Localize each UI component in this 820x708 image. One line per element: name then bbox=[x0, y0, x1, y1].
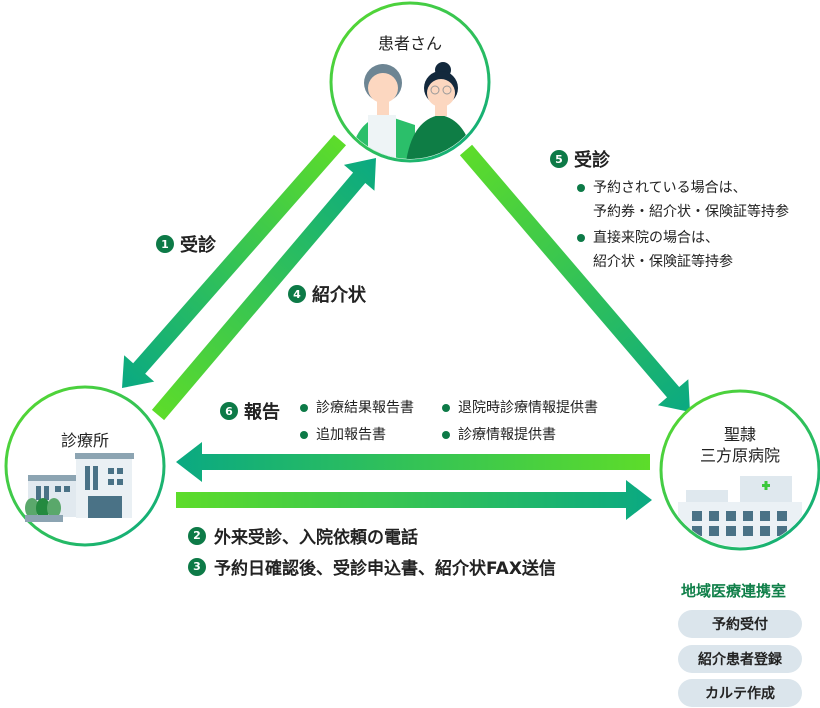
note-line: 直接来院の場合は、 bbox=[593, 230, 719, 246]
bullet-icon bbox=[577, 234, 585, 242]
step-5: 5 受診 bbox=[550, 146, 610, 172]
step-label: 報告 bbox=[244, 402, 280, 423]
report-item: 追加報告書 bbox=[300, 423, 386, 447]
step-1: 1 受診 bbox=[156, 231, 216, 257]
arrow-5-patient-to-hospital bbox=[459, 144, 690, 412]
report-item-label: 追加報告書 bbox=[316, 427, 386, 443]
arrow-6-hospital-to-clinic bbox=[176, 442, 650, 482]
note-item: 予約されている場合は、予約券・紹介状・保険証等持参 bbox=[577, 176, 789, 224]
note-line: 予約されている場合は、 bbox=[593, 180, 747, 196]
step-3: 3 予約日確認後、受診申込書、紹介状FAX送信 bbox=[188, 554, 556, 579]
task-pill: カルテ作成 bbox=[678, 679, 802, 707]
arrow-2-3-clinic-to-hospital bbox=[176, 480, 652, 520]
bullet-icon bbox=[442, 431, 450, 439]
report-item: 診療結果報告書 bbox=[300, 396, 414, 420]
hospital-label-line2: 三方原病院 bbox=[699, 446, 780, 465]
department-name: 地域医療連携室 bbox=[681, 582, 787, 600]
step-label: 紹介状 bbox=[312, 285, 366, 306]
report-item: 退院時診療情報提供書 bbox=[442, 396, 598, 420]
step-badge: 5 bbox=[550, 150, 568, 168]
arrow-4-clinic-to-patient bbox=[151, 158, 376, 421]
step-6: 6 報告 bbox=[220, 398, 280, 424]
clinic-illustration bbox=[4, 385, 166, 547]
report-item: 診療情報提供書 bbox=[442, 423, 556, 447]
step-badge: 6 bbox=[220, 402, 238, 420]
step-badge: 3 bbox=[188, 557, 206, 576]
patients-label: 患者さん bbox=[377, 34, 442, 53]
hospital-illustration bbox=[659, 389, 820, 551]
step-label: 受診 bbox=[180, 235, 216, 256]
note-item: 直接来院の場合は、紹介状・保険証等持参 bbox=[577, 226, 789, 274]
step-badge: 1 bbox=[156, 235, 174, 253]
patients-illustration bbox=[329, 1, 491, 163]
hospital-label: 聖隷 三方原病院 bbox=[690, 424, 790, 466]
bullet-icon bbox=[577, 184, 585, 192]
note-line: 予約券・紹介状・保険証等持参 bbox=[593, 204, 789, 220]
step-badge: 4 bbox=[288, 285, 306, 303]
bullet-icon bbox=[300, 404, 308, 412]
step-2: 2 外来受診、入院依頼の電話 bbox=[188, 523, 418, 548]
task-pill: 紹介患者登録 bbox=[678, 645, 802, 673]
step-label: 予約日確認後、受診申込書、紹介状FAX送信 bbox=[214, 559, 556, 579]
bullet-icon bbox=[442, 404, 450, 412]
step-5-notes: 予約されている場合は、予約券・紹介状・保険証等持参 直接来院の場合は、紹介状・保… bbox=[577, 176, 789, 274]
clinic-label: 診療所 bbox=[60, 431, 109, 450]
step-label: 外来受診、入院依頼の電話 bbox=[214, 528, 418, 548]
step-label: 受診 bbox=[574, 150, 610, 171]
report-item-label: 退院時診療情報提供書 bbox=[458, 400, 598, 416]
note-line: 紹介状・保険証等持参 bbox=[593, 254, 733, 270]
hospital-label-line1: 聖隷 bbox=[723, 425, 756, 444]
task-pill: 予約受付 bbox=[678, 610, 802, 638]
arrow-1-patient-to-clinic bbox=[122, 134, 347, 388]
report-item-label: 診療結果報告書 bbox=[316, 400, 414, 416]
report-item-label: 診療情報提供書 bbox=[458, 427, 556, 443]
step-badge: 2 bbox=[188, 526, 206, 545]
bullet-icon bbox=[300, 431, 308, 439]
step-4: 4 紹介状 bbox=[288, 281, 366, 307]
